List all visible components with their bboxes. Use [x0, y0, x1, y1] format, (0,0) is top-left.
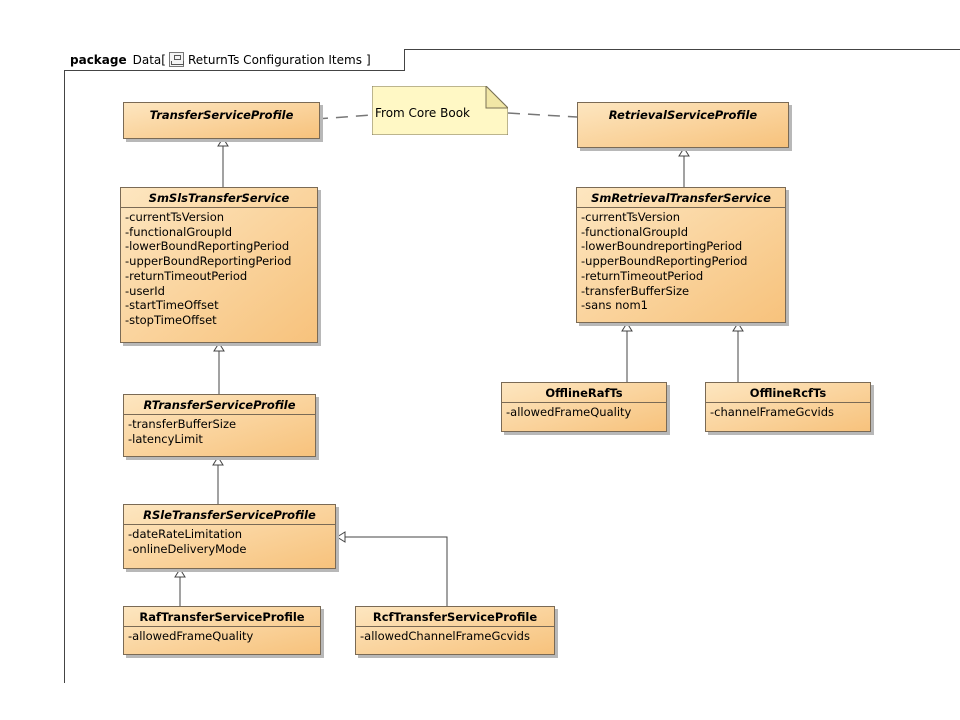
class-rsle-transfer-service-profile[interactable]: RSleTransferServiceProfile -dateRateLimi…	[123, 504, 336, 569]
class-name: RafTransferServiceProfile	[124, 607, 320, 627]
class-retrieval-service-profile[interactable]: RetrievalServiceProfile	[577, 102, 789, 148]
attribute: -returnTimeoutPeriod	[125, 268, 248, 283]
class-smsls-transfer-service[interactable]: SmSlsTransferService -currentTsVersion -…	[120, 187, 318, 343]
attribute: -functionalGroupId	[581, 224, 689, 239]
generalization-arrow-rsle	[212, 456, 224, 466]
attribute: -latencyLimit	[128, 431, 203, 446]
note-anchor-left	[315, 114, 373, 120]
attribute: -stopTimeOffset	[125, 312, 217, 327]
class-rcf-transfer-service-profile[interactable]: RcfTransferServiceProfile -allowedChanne…	[355, 606, 555, 655]
class-name: OfflineRafTs	[502, 383, 666, 403]
attribute-list: -allowedFrameQuality	[124, 627, 320, 646]
generalization-arrow-smretrieval	[678, 147, 690, 157]
bracket-close: ]	[365, 52, 371, 67]
generalization-arrow-raf	[174, 568, 186, 578]
generalization-arrow-offline-rcf	[732, 322, 744, 332]
attribute: -lowerBoundReportingPeriod	[125, 239, 290, 254]
generalization-rcf	[345, 536, 448, 606]
generalization-arrow-rtransfer	[213, 342, 225, 352]
attribute: -allowedFrameQuality	[506, 405, 632, 419]
package-name: Data	[132, 52, 162, 67]
attribute: -sans nom1	[581, 298, 648, 313]
class-transfer-service-profile[interactable]: TransferServiceProfile	[123, 102, 320, 139]
attribute-list: -allowedFrameQuality	[502, 403, 666, 422]
class-offline-rcf-ts[interactable]: OfflineRcfTs -channelFrameGcvids	[705, 382, 871, 432]
diagram-view-name: ReturnTs Configuration Items	[187, 52, 362, 67]
class-raf-transfer-service-profile[interactable]: RafTransferServiceProfile -allowedFrameQ…	[123, 606, 321, 655]
attribute: -functionalGroupId	[125, 224, 233, 239]
class-name: RTransferServiceProfile	[124, 395, 315, 415]
attribute-list: -currentTsVersion -functionalGroupId -lo…	[121, 208, 317, 330]
note-anchor-right	[507, 112, 578, 118]
attribute: -currentTsVersion	[581, 210, 681, 224]
attribute: -returnTimeoutPeriod	[581, 268, 704, 283]
attribute: -lowerBoundreportingPeriod	[581, 239, 743, 254]
attribute: -transferBufferSize	[581, 283, 690, 298]
attribute: -upperBoundReportingPeriod	[125, 254, 292, 269]
attribute: -currentTsVersion	[125, 210, 225, 224]
attribute: -userId	[125, 283, 165, 298]
class-name: RetrievalServiceProfile	[608, 108, 758, 122]
class-name: OfflineRcfTs	[706, 383, 870, 403]
attribute: -channelFrameGcvids	[710, 405, 835, 419]
bracket-open: [	[161, 52, 166, 67]
note-text: From Core Book	[375, 106, 470, 120]
class-name: RcfTransferServiceProfile	[356, 607, 554, 627]
class-diagram-icon	[168, 52, 184, 67]
class-offline-raf-ts[interactable]: OfflineRafTs -allowedFrameQuality	[501, 382, 667, 432]
attribute-list: -currentTsVersion -functionalGroupId -lo…	[577, 208, 785, 315]
attribute: -transferBufferSize	[128, 417, 237, 431]
attribute: -startTimeOffset	[125, 298, 219, 313]
class-name: RSleTransferServiceProfile	[124, 505, 335, 525]
class-r-transfer-service-profile[interactable]: RTransferServiceProfile -transferBufferS…	[123, 394, 316, 457]
attribute-list: -transferBufferSize -latencyLimit	[124, 415, 315, 448]
attribute: -allowedFrameQuality	[128, 629, 254, 643]
generalization-arrow-offline-raf	[621, 322, 633, 332]
package-keyword: package	[70, 52, 127, 67]
attribute: -dateRateLimitation	[128, 527, 243, 541]
class-sm-retrieval-transfer-service[interactable]: SmRetrievalTransferService -currentTsVer…	[576, 187, 786, 323]
attribute: -onlineDeliveryMode	[128, 541, 247, 556]
diagram-frame	[64, 49, 960, 683]
note-from-core-book: From Core Book	[372, 86, 508, 135]
attribute: -allowedChannelFrameGcvids	[360, 629, 530, 643]
class-name: TransferServiceProfile	[149, 108, 294, 122]
generalization-arrow-rcf	[336, 531, 346, 543]
attribute-list: -allowedChannelFrameGcvids	[356, 627, 554, 646]
attribute-list: -channelFrameGcvids	[706, 403, 870, 422]
generalization-arrow-smsls	[217, 137, 229, 147]
attribute-list: -dateRateLimitation -onlineDeliveryMode	[124, 525, 335, 558]
attribute: -upperBoundReportingPeriod	[581, 254, 748, 269]
class-name: SmRetrievalTransferService	[577, 188, 785, 208]
diagram-header: package Data [ ReturnTs Configuration It…	[64, 49, 405, 71]
class-name: SmSlsTransferService	[121, 188, 317, 208]
